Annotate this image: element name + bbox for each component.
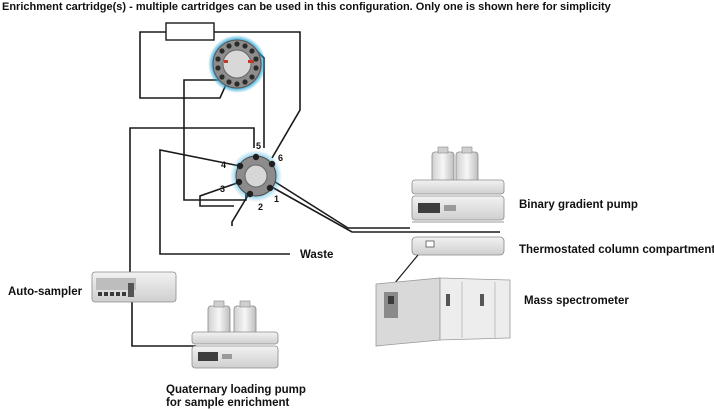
auto-sampler-icon xyxy=(91,271,177,303)
enrichment-cartridge-icon xyxy=(165,22,215,41)
diagram-caption: Enrichment cartridge(s) - multiple cartr… xyxy=(2,1,611,13)
thermostated-column-compartment-icon xyxy=(411,236,505,256)
port-4-label: 4 xyxy=(221,160,226,170)
mass-spectrometer-icon xyxy=(375,277,511,347)
tube-autosampler-qpump xyxy=(131,300,196,347)
tube-cartridge-right xyxy=(214,31,301,159)
tube-cartridge-left xyxy=(139,31,229,99)
auto-sampler-label: Auto-sampler xyxy=(8,286,83,298)
quaternary-pump-label-line2: for sample enrichment xyxy=(166,397,290,409)
port-1-label: 1 xyxy=(274,194,279,204)
mass-spectrometer-label: Mass spectrometer xyxy=(524,295,629,307)
tube-port3 xyxy=(199,181,241,207)
tube-port1b xyxy=(271,179,410,229)
port-5-label: 5 xyxy=(256,141,261,151)
tube-port5-autosampler xyxy=(129,127,255,274)
quaternary-pump-label-line1: Quaternary loading pump xyxy=(166,384,306,396)
port-6-label: 6 xyxy=(278,153,283,163)
tube-port2-binary-pump xyxy=(231,191,251,226)
binary-pump-label: Binary gradient pump xyxy=(519,199,638,211)
column-to-ms-tube xyxy=(393,254,419,285)
tube-port4-waste xyxy=(159,149,290,255)
quaternary-loading-pump-icon xyxy=(191,300,279,369)
binary-gradient-pump-icon xyxy=(411,146,505,223)
six-port-switching-valve-icon xyxy=(230,150,282,202)
tube-port1-column xyxy=(269,185,500,233)
multi-position-selector-valve-icon xyxy=(208,35,266,93)
port-2-label: 2 xyxy=(258,202,263,212)
port-3-label: 3 xyxy=(220,184,225,194)
column-compartment-label: Thermostated column compartment xyxy=(519,244,714,256)
valve-port-labels: 1 2 3 4 5 6 xyxy=(220,141,283,212)
waste-label: Waste xyxy=(300,249,334,261)
